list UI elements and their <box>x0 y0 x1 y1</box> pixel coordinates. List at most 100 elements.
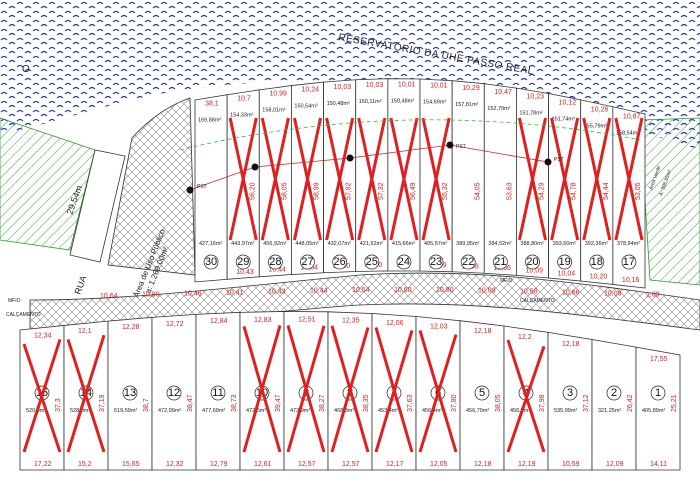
lot-number-circle <box>493 254 508 270</box>
lot-back-area: 150,48m² <box>327 101 350 107</box>
cancel-cross <box>286 325 326 453</box>
cancel-cross <box>242 325 282 453</box>
lot-front-dim: 10,03 <box>366 82 384 89</box>
lot-side-dim: 54,29 <box>539 182 546 200</box>
mfio-label-right: MFIO <box>500 278 513 284</box>
lot-top-dim: 17,55 <box>650 356 668 363</box>
lot-bottom-dim: 10,59 <box>562 461 580 468</box>
lot-area: 405,57m² <box>424 241 447 247</box>
lot-top-dim: 12,28 <box>122 324 140 331</box>
lot-top-dim: 12,06 <box>386 320 404 327</box>
lot-area: 456,92m² <box>263 241 286 247</box>
lot-area: 432,07m² <box>328 241 351 247</box>
lot-bottom-dim: 12,09 <box>606 461 624 468</box>
lot-side-dim: 38,05 <box>495 394 502 412</box>
lot-area: 388,80m² <box>520 241 543 247</box>
lot-number-circle <box>460 254 476 270</box>
lot-bottom-dim: 15,2 <box>78 461 92 468</box>
lot-side-dim: 56,20 <box>249 182 256 200</box>
lot-area: 384,52m² <box>488 241 511 247</box>
cancel-cross <box>582 117 612 241</box>
lot-number-circle <box>268 254 283 270</box>
road-dimension: 10,64 <box>100 293 118 300</box>
lot-number-circle <box>474 385 490 401</box>
lot-top-dim: 12,34 <box>34 333 52 340</box>
lot-number: 22 <box>462 256 474 268</box>
lot-front-dim: 10,01 <box>430 83 448 90</box>
lot-area: 415,66m² <box>392 241 415 247</box>
lot-back-area: 158,01m² <box>262 108 285 114</box>
lot-top-dim: 12,51 <box>298 316 316 323</box>
cancel-cross <box>389 117 419 241</box>
lot-number-circle <box>300 254 315 270</box>
lot-back-area: 158,54m² <box>616 130 639 136</box>
lot-front-dim: 10,12 <box>559 100 577 107</box>
lot-number-circle <box>396 254 412 270</box>
public-use-area <box>107 97 196 276</box>
lot-number: 29 <box>237 256 249 268</box>
lot-area: 472,99m² <box>158 408 181 414</box>
lot-top-dim: 12,1 <box>78 328 92 335</box>
road-dimension: 10,80 <box>436 287 454 294</box>
lot-number: 2 <box>611 387 617 399</box>
lot-area: 427,16m² <box>199 241 222 247</box>
lot-back-area: 150,54m² <box>294 104 317 110</box>
lot-front-dim: 10,99 <box>269 91 287 98</box>
lot-side-dim: 54,78 <box>571 182 578 200</box>
lot-number-circle <box>589 254 605 270</box>
lot-side-dim: 54,44 <box>603 182 610 200</box>
lot-back-dim: 10,43 <box>236 269 254 276</box>
lot-number: 26 <box>334 256 346 268</box>
pst-marker-3 <box>346 154 354 162</box>
lot-back-area: 150,48m² <box>391 99 414 105</box>
lot-number: 28 <box>269 256 281 268</box>
lot-back-area: 169,88m² <box>198 117 221 123</box>
lot-top-dim: 12,72 <box>166 321 184 328</box>
lot-number: 18 <box>591 256 603 268</box>
pst-marker-1 <box>186 186 194 194</box>
bottom-lot-14[interactable]: 12,115,237,19528,8m²14 <box>63 320 109 471</box>
road-dimension: 10,41 <box>226 289 244 296</box>
lot-back-area: 150,11m² <box>359 99 382 105</box>
lot-number: 27 <box>301 256 313 268</box>
cancel-cross <box>374 330 414 453</box>
lot-number-circle <box>332 254 347 270</box>
lot-side-dim: 57,32 <box>378 182 385 200</box>
lot-number: 25 <box>366 256 378 268</box>
lot-area: 421,92m² <box>360 241 383 247</box>
lot-top-dim: 12,03 <box>430 323 448 330</box>
lot-side-dim: 58,05 <box>281 182 288 200</box>
lot-number: 11 <box>212 387 223 399</box>
lot-side-dim: 25,21 <box>671 394 678 412</box>
lot-area: 389,95m² <box>456 241 479 247</box>
lot-front-dim: 10,87 <box>623 113 641 120</box>
cancel-cross <box>614 117 644 241</box>
